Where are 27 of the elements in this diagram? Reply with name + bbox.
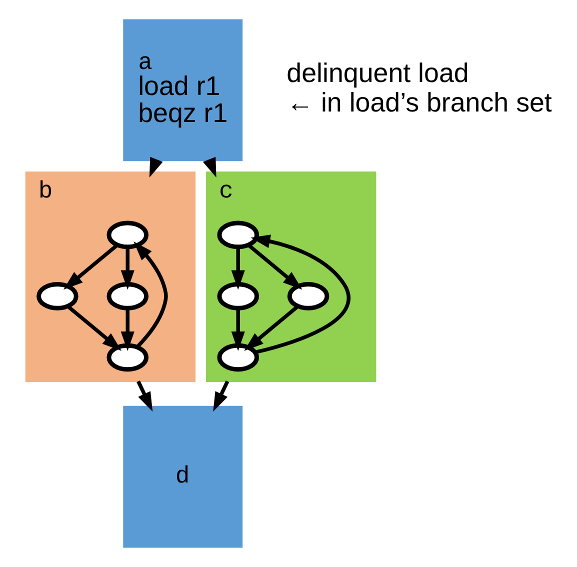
- arrow: [244, 304, 300, 351]
- arrow: [120, 308, 134, 351]
- arrow: [231, 247, 245, 290]
- node-label: ← in load’s branch set: [286, 88, 552, 118]
- arrow: [202, 156, 216, 178]
- arrow: [120, 247, 134, 290]
- arrow: [213, 380, 230, 412]
- node-ellipse: [106, 343, 149, 372]
- arrow: [134, 241, 168, 348]
- arrow: [149, 156, 163, 178]
- node-ellipse: [287, 282, 330, 310]
- node-ellipse: [217, 220, 259, 250]
- cluster: c: [206, 172, 376, 382]
- node-label: delinquent load: [286, 58, 469, 88]
- node-ellipse: [217, 343, 259, 372]
- node-ellipse: [106, 282, 149, 310]
- cluster: b: [25, 172, 196, 382]
- node-box: d: [123, 406, 243, 548]
- arrow: [136, 380, 153, 412]
- node-ellipse: [106, 220, 149, 250]
- node-ellipse: [217, 282, 259, 310]
- arrow: [247, 244, 302, 290]
- arrow: [63, 244, 118, 290]
- arrow: [66, 304, 122, 351]
- arrow: [250, 234, 350, 354]
- arrow: [231, 308, 245, 351]
- node-ellipse: [36, 282, 78, 310]
